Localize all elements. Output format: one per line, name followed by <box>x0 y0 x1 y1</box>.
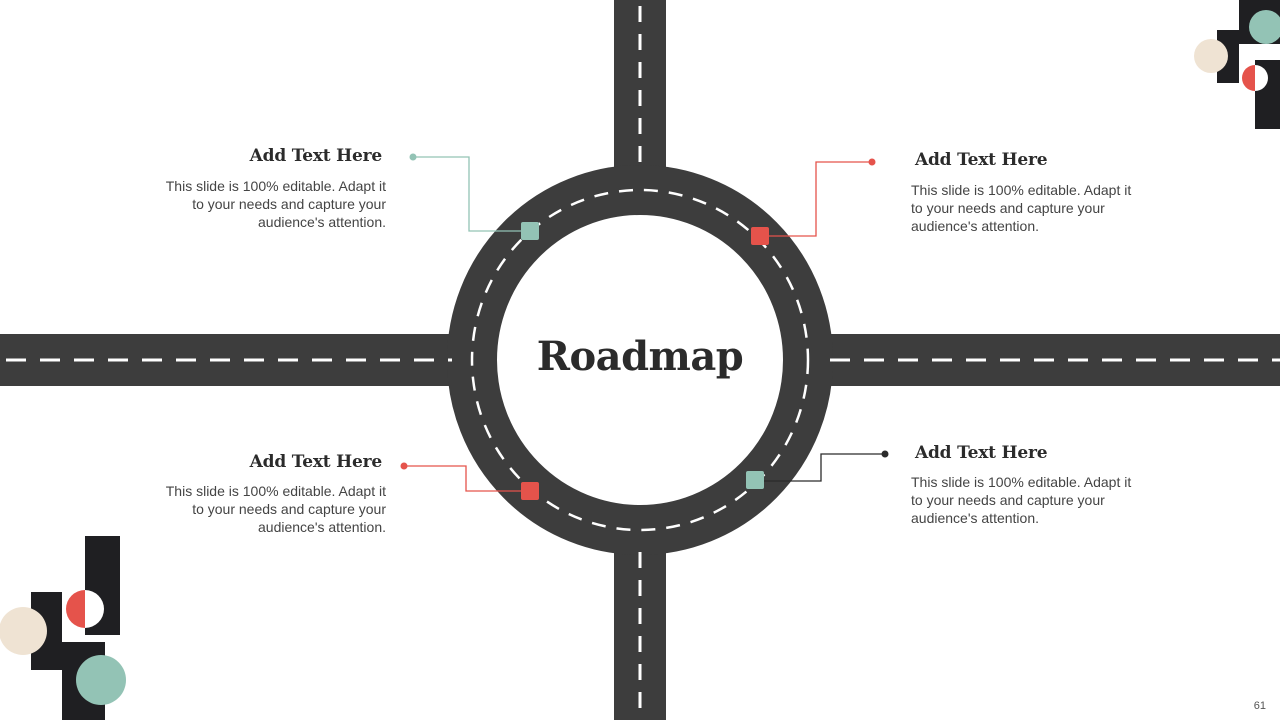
marker-square <box>521 482 539 500</box>
body-line: to your needs and capture your <box>192 501 386 517</box>
body-line: audience's attention. <box>911 218 1039 234</box>
body-line: to your needs and capture your <box>911 492 1105 508</box>
block-body-bottom-right: This slide is 100% editable. Adapt it to… <box>911 473 1151 527</box>
body-line: to your needs and capture your <box>911 200 1105 216</box>
body-line: This slide is 100% editable. Adapt it <box>911 182 1132 198</box>
block-heading-top-right: Add Text Here <box>915 150 1048 170</box>
page-number: 61 <box>1253 700 1266 712</box>
body-line: audience's attention. <box>258 214 386 230</box>
connector-dot <box>400 462 408 470</box>
connector-bottom-left <box>400 462 539 500</box>
connector-dot <box>881 450 889 458</box>
body-line: This slide is 100% editable. Adapt it <box>911 474 1132 490</box>
decoration-bottom-left <box>0 536 126 720</box>
teal-circle <box>1249 10 1280 44</box>
block-heading-bottom-right: Add Text Here <box>915 443 1048 463</box>
teal-circle <box>76 655 126 705</box>
diagram-title: Roadmap <box>536 333 744 380</box>
beige-circle <box>0 607 47 655</box>
connector-top-left <box>409 153 539 240</box>
marker-square <box>521 222 539 240</box>
marker-square <box>746 471 764 489</box>
block-body-bottom-left: This slide is 100% editable. Adapt it to… <box>146 482 386 536</box>
body-line: audience's attention. <box>258 519 386 535</box>
lane-marking-ring <box>470 188 810 532</box>
road-south <box>614 540 666 720</box>
half-circle-red <box>1242 65 1255 91</box>
connector-dot <box>409 153 417 161</box>
block-body-top-left: This slide is 100% editable. Adapt it to… <box>146 177 386 231</box>
half-circle-red <box>66 590 85 628</box>
decoration-top-right <box>1194 0 1280 129</box>
block-body-top-right: This slide is 100% editable. Adapt it to… <box>911 181 1151 235</box>
half-circle-white <box>85 590 104 628</box>
marker-square <box>751 227 769 245</box>
connector-bottom-right <box>746 450 889 489</box>
beige-circle <box>1194 39 1228 73</box>
body-line: This slide is 100% editable. Adapt it <box>165 483 386 499</box>
block-heading-top-left: Add Text Here <box>249 146 383 166</box>
body-line: This slide is 100% editable. Adapt it <box>165 178 386 194</box>
body-line: to your needs and capture your <box>192 196 386 212</box>
block-heading-bottom-left: Add Text Here <box>249 452 383 472</box>
body-line: audience's attention. <box>911 510 1039 526</box>
connector-dot <box>868 158 876 166</box>
connector-top-right <box>751 158 876 245</box>
half-circle-white <box>1255 65 1268 91</box>
